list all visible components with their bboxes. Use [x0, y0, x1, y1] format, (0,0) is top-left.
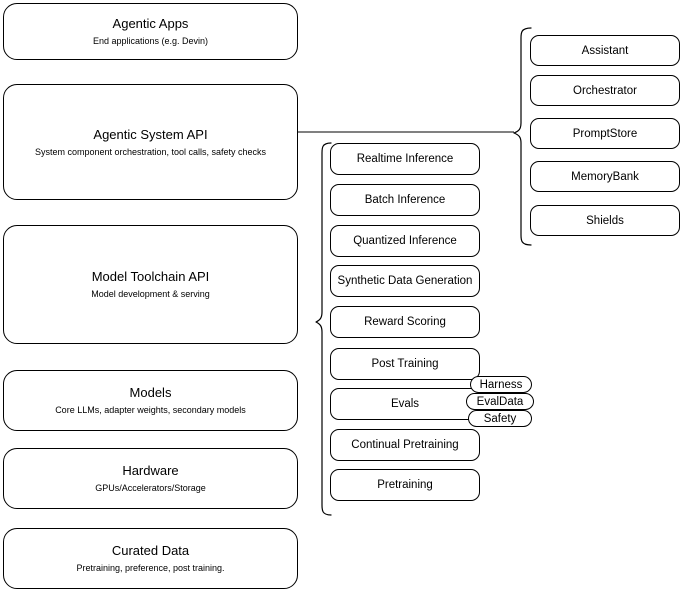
toolchain-brace-icon	[315, 142, 332, 516]
layer-models[interactable]: Models Core LLMs, adapter weights, secon…	[3, 370, 298, 431]
layer-title: Agentic Apps	[112, 16, 189, 31]
component-orchestrator[interactable]: Orchestrator	[530, 75, 680, 106]
component-post-training[interactable]: Post Training	[330, 348, 480, 380]
component-continual-pretraining[interactable]: Continual Pretraining	[330, 429, 480, 461]
layer-title: Model Toolchain API	[91, 269, 210, 284]
component-quantized-inference[interactable]: Quantized Inference	[330, 225, 480, 257]
component-evals[interactable]: Evals	[330, 388, 480, 420]
layer-hardware[interactable]: Hardware GPUs/Accelerators/Storage	[3, 448, 298, 509]
evals-subcomponent-safety[interactable]: Safety	[468, 410, 532, 427]
component-memorybank[interactable]: MemoryBank	[530, 161, 680, 192]
component-promptstore[interactable]: PromptStore	[530, 118, 680, 149]
layer-subtitle: Pretraining, preference, post training.	[76, 563, 225, 573]
layer-curated-data[interactable]: Curated Data Pretraining, preference, po…	[3, 528, 298, 589]
layer-agentic-system-api[interactable]: Agentic System API System component orch…	[3, 84, 298, 200]
component-shields[interactable]: Shields	[530, 205, 680, 236]
component-synthetic-data-generation[interactable]: Synthetic Data Generation	[330, 265, 480, 297]
layer-subtitle: End applications (e.g. Devin)	[92, 36, 209, 46]
component-assistant[interactable]: Assistant	[530, 35, 680, 66]
component-reward-scoring[interactable]: Reward Scoring	[330, 306, 480, 338]
layer-title: Hardware	[122, 463, 179, 478]
layer-subtitle: GPUs/Accelerators/Storage	[95, 483, 206, 493]
layer-title: Models	[129, 385, 172, 400]
component-batch-inference[interactable]: Batch Inference	[330, 184, 480, 216]
layer-title: Agentic System API	[93, 126, 208, 142]
layer-title: Curated Data	[111, 543, 190, 558]
component-realtime-inference[interactable]: Realtime Inference	[330, 143, 480, 175]
layer-subtitle: Core LLMs, adapter weights, secondary mo…	[55, 405, 246, 415]
system-components-brace-icon	[513, 27, 532, 246]
layer-subtitle: System component orchestration, tool cal…	[34, 146, 267, 157]
layer-subtitle: Model development & serving	[91, 289, 210, 299]
layer-agentic-apps[interactable]: Agentic Apps End applications (e.g. Devi…	[3, 3, 298, 60]
evals-subcomponent-evaldata[interactable]: EvalData	[466, 393, 534, 410]
evals-subcomponent-harness[interactable]: Harness	[470, 376, 532, 393]
component-pretraining[interactable]: Pretraining	[330, 469, 480, 501]
layer-model-toolchain-api[interactable]: Model Toolchain API Model development & …	[3, 225, 298, 344]
